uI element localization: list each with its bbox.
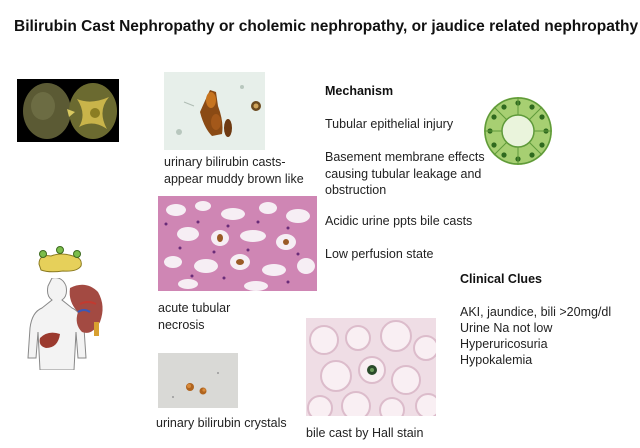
human-body-liver-kidney-icon xyxy=(12,278,112,370)
mechanism-item: Low perfusion state xyxy=(325,247,434,261)
caption-hall-stain: bile cast by Hall stain xyxy=(306,426,424,440)
clinical-clues-heading: Clinical Clues xyxy=(460,272,542,286)
caption-bilirubin-casts: urinary bilirubin casts- appear muddy br… xyxy=(164,155,304,186)
mechanism-item: Tubular epithelial injury xyxy=(325,117,454,131)
clinical-item: Hyperuricosuria xyxy=(460,337,548,351)
caption-bilirubin-crystals: urinary bilirubin crystals xyxy=(156,416,287,430)
page-title: Bilirubin Cast Nephropathy or cholemic n… xyxy=(14,18,639,35)
bilirubin-casts-micrograph xyxy=(164,72,265,150)
clinical-item: Urine Na not low xyxy=(460,321,553,335)
clinical-item: AKI, jaundice, bili >20mg/dl xyxy=(460,305,612,319)
mechanism-item: Basement membrane effects causing tubula… xyxy=(325,150,485,197)
clinical-item: Hypokalemia xyxy=(460,353,533,367)
atn-histology-micrograph xyxy=(158,196,317,291)
mechanism-heading: Mechanism xyxy=(325,84,394,98)
tubule-cross-section-icon xyxy=(482,95,554,167)
bilirubin-crystals-micrograph xyxy=(158,353,238,408)
mechanism-item: Acidic urine ppts bile casts xyxy=(325,214,473,228)
kidney-specimen-photo xyxy=(17,79,119,142)
hall-stain-micrograph xyxy=(306,318,436,416)
liver-with-stones-icon xyxy=(35,244,85,276)
caption-atn: acute tubular necrosis xyxy=(158,301,231,332)
